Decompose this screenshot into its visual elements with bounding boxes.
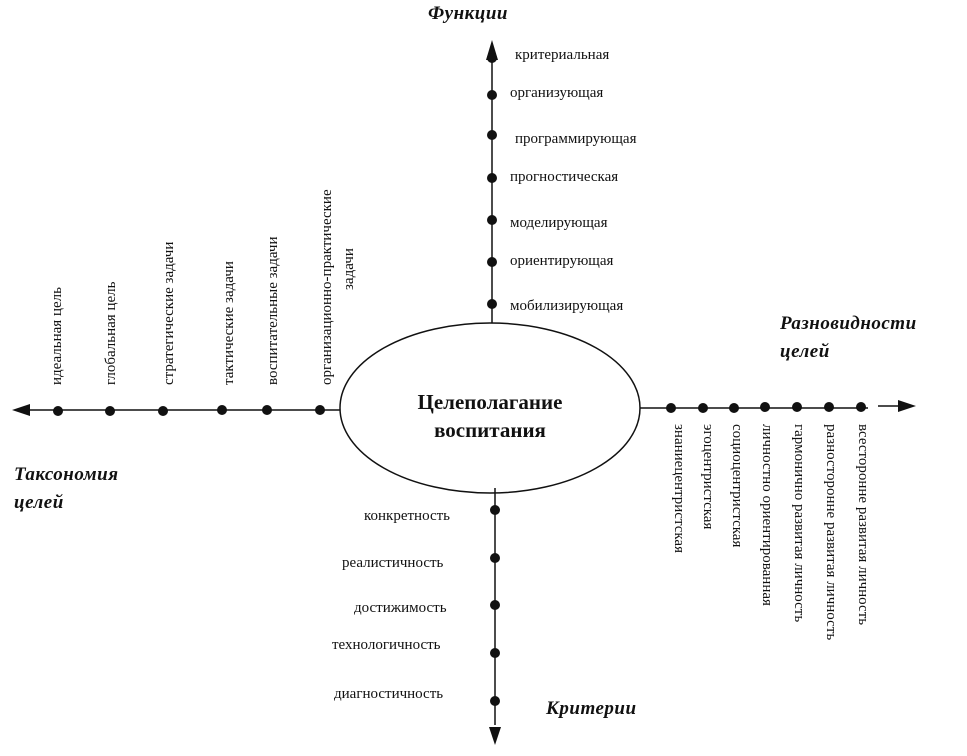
taxonomy-dot [262, 405, 272, 415]
variety-dot [760, 402, 770, 412]
criteria-dot [490, 505, 500, 515]
function-label: мобилизирующая [510, 298, 624, 314]
variety-dot [824, 402, 834, 412]
variety-dot [856, 402, 866, 412]
function-dot [487, 90, 497, 100]
taxonomy-dot [158, 406, 168, 416]
varieties-heading-line2: целей [780, 341, 830, 362]
criteria-heading: Критерии [546, 698, 637, 719]
variety-dot [698, 403, 708, 413]
function-dot [487, 257, 497, 267]
variety-label: эгоцентристская [700, 424, 716, 530]
varieties-heading-line1: Разновидности [780, 313, 917, 334]
taxonomy-dot [105, 406, 115, 416]
taxonomy-label: идеальная цель [49, 287, 65, 385]
taxonomy-heading-line1: Таксономия [14, 464, 119, 485]
taxonomy-heading-line2: целей [14, 492, 64, 513]
center-title: Целеполагание воспитания [340, 388, 640, 444]
function-label: программирующая [515, 131, 637, 147]
variety-dot [792, 402, 802, 412]
variety-dot [729, 403, 739, 413]
taxonomy-dot [315, 405, 325, 415]
taxonomy-label: стратегические задачи [161, 241, 177, 385]
taxonomy-arrowhead [12, 404, 30, 416]
function-dot [487, 173, 497, 183]
taxonomy-label: организационно-практические [319, 189, 335, 385]
function-label: моделирующая [510, 215, 608, 231]
criteria-dot [490, 553, 500, 563]
function-dot [487, 53, 497, 63]
functions-heading: Функции [428, 3, 508, 24]
varieties-arrowhead [898, 400, 916, 412]
function-label: прогностическая [510, 169, 619, 185]
variety-label: социоцентристская [729, 424, 745, 548]
taxonomy-label: задачи [341, 248, 357, 290]
variety-label: разносторонне развитая личность [823, 424, 839, 641]
criteria-dot [490, 648, 500, 658]
criteria-label: реалистичность [342, 555, 444, 571]
criteria-label: конкретность [364, 508, 451, 524]
taxonomy-dot [53, 406, 63, 416]
criteria-label: достижимость [354, 600, 447, 616]
taxonomy-label: глобальная цель [103, 281, 119, 385]
function-label: ориентирующая [510, 253, 614, 269]
taxonomy-label: тактические задачи [221, 261, 237, 385]
function-dot [487, 299, 497, 309]
criteria-label: диагностичность [334, 686, 444, 702]
variety-label: гармонично развитая личность [791, 424, 807, 623]
criteria-arrowhead [489, 727, 501, 745]
variety-label: всесторонне развитая личность [855, 424, 871, 626]
variety-dot [666, 403, 676, 413]
center-title-line1: Целеполагание [417, 390, 563, 414]
taxonomy-dot [217, 405, 227, 415]
variety-label: знаниецентристская [671, 424, 687, 553]
function-label: критериальная [515, 47, 610, 63]
variety-label: личностно ориентированная [759, 424, 775, 606]
center-title-line2: воспитания [434, 418, 546, 442]
taxonomy-label: воспитательные задачи [265, 236, 281, 385]
criteria-label: технологичность [332, 637, 441, 653]
function-label: организующая [510, 85, 604, 101]
axis-dots [53, 53, 866, 706]
function-dot [487, 215, 497, 225]
function-dot [487, 130, 497, 140]
criteria-dot [490, 696, 500, 706]
criteria-dot [490, 600, 500, 610]
